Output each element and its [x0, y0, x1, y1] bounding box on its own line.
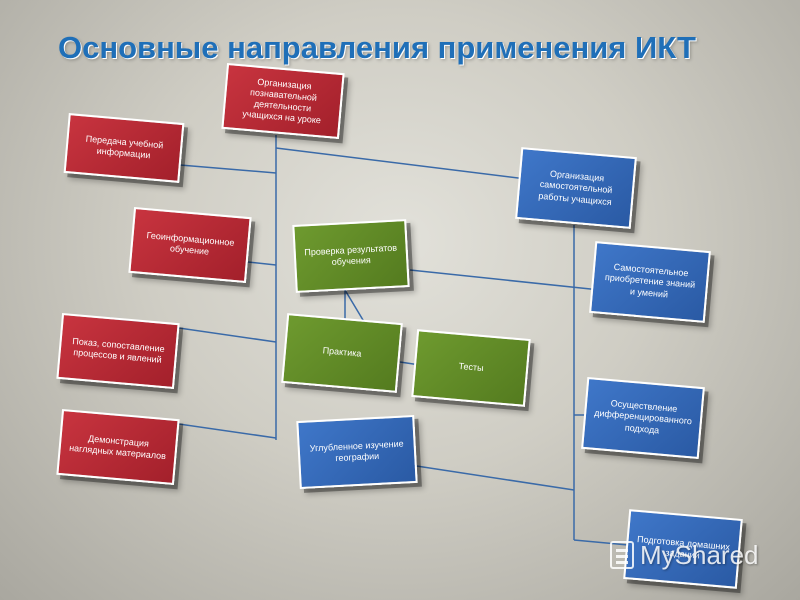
box-show-compare: Показ, сопоставление процессов и явлений [56, 312, 180, 390]
box-info-transfer: Передача учебной информации [63, 113, 185, 183]
deep-study-line [409, 464, 575, 491]
page-title: Основные направления применения ИКТ [58, 30, 696, 65]
box-demo-label: Демонстрация наглядных материалов [68, 433, 167, 462]
box-geoinfo: Геоинформационное обучение [128, 206, 252, 284]
box-geoinfo-label: Геоинформационное обучение [146, 229, 235, 257]
box-practice-label: Практика [322, 345, 362, 360]
box-differentiated-label: Осуществление дифференцированного подход… [593, 398, 693, 436]
box-deep-study: Углубленное изучение географии [296, 414, 418, 490]
box-differentiated: Осуществление дифференцированного подход… [581, 376, 705, 460]
watermark-text: MyShared [640, 539, 759, 570]
box-info-transfer-label: Передача учебной информации [85, 133, 164, 161]
box-check-results: Проверка результатов обучения [292, 219, 410, 293]
box-self-knowledge: Самостоятельное приобретение знаний и ум… [589, 241, 711, 323]
box-show-compare-label: Показ, сопоставление процессов и явлений [72, 335, 166, 365]
box-org-cognitive: Организация познавательной деятельности … [221, 62, 345, 140]
box-check-results-label: Проверка результатов обучения [304, 242, 398, 268]
box-self-knowledge-label: Самостоятельное приобретение знаний и ум… [604, 261, 696, 300]
box-org-independent-label: Организация самостоятельной работы учащи… [538, 168, 613, 207]
box-org-cognitive-label: Организация познавательной деятельности … [241, 76, 322, 126]
last-blue-line [573, 539, 629, 546]
box-deep-study-label: Углубленное изучение географии [309, 438, 404, 464]
watermark: MyShared [610, 538, 790, 572]
box-org-independent: Организация самостоятельной работы учащи… [515, 147, 637, 229]
geoinfo-line [247, 261, 277, 266]
box-demo: Демонстрация наглядных материалов [56, 408, 180, 486]
check-results-line [409, 269, 601, 291]
box-tests-label: Тесты [458, 361, 484, 374]
document-icon [610, 541, 634, 569]
box-tests: Тесты [411, 329, 531, 407]
box-practice: Практика [281, 313, 403, 393]
info-transfer-line [179, 164, 277, 174]
